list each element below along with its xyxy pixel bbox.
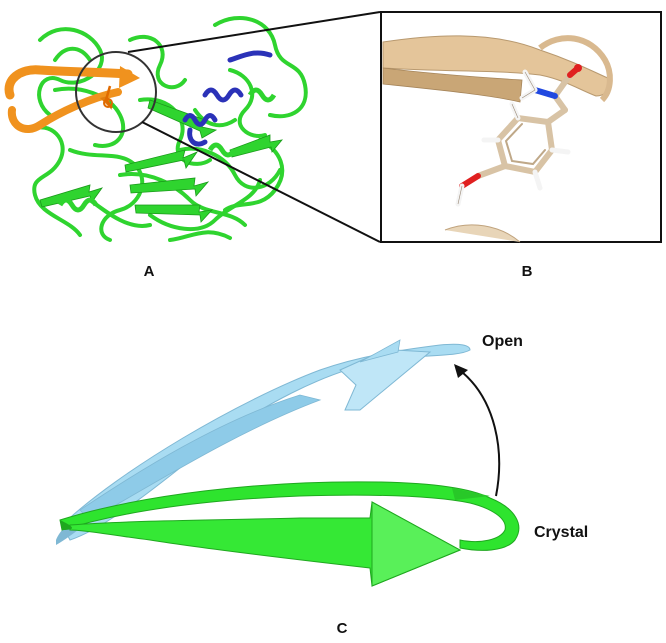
panel-b-label: B <box>522 263 533 280</box>
panel-c-label: C <box>337 620 348 637</box>
open-state-label: Open <box>482 333 523 350</box>
transition-arrow <box>454 364 499 496</box>
crystal-state-label: Crystal <box>534 524 588 541</box>
panel-c-conformations <box>56 340 519 586</box>
panel-a-label: A <box>144 263 155 280</box>
panel-b-zoom-view <box>381 12 661 242</box>
